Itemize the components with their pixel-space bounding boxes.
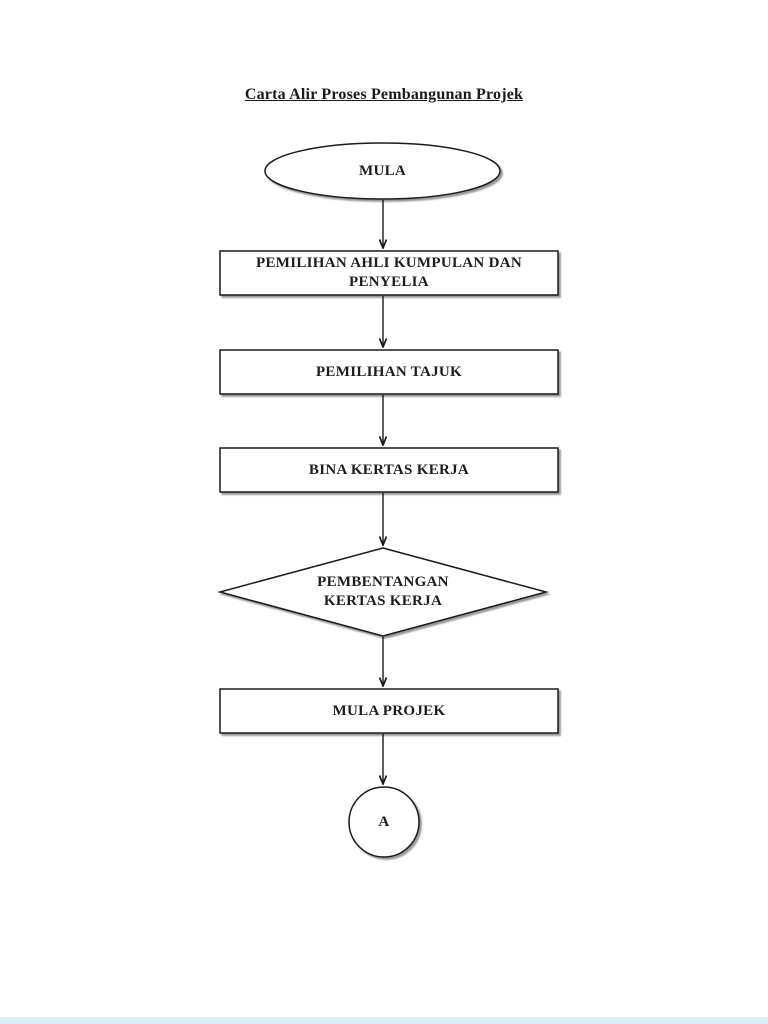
decision-diamond-shape (217, 547, 549, 637)
process-box-step3 (219, 447, 559, 493)
start-terminator-shape (264, 142, 501, 200)
process-box-step1 (219, 250, 559, 296)
page-bottom-strip (0, 1017, 768, 1024)
process-box-step2 (219, 349, 559, 395)
connector-circle-shape (348, 786, 420, 858)
process-box-step4 (219, 688, 559, 734)
page-title: Carta Alir Proses Pembangunan Projek (244, 86, 524, 103)
